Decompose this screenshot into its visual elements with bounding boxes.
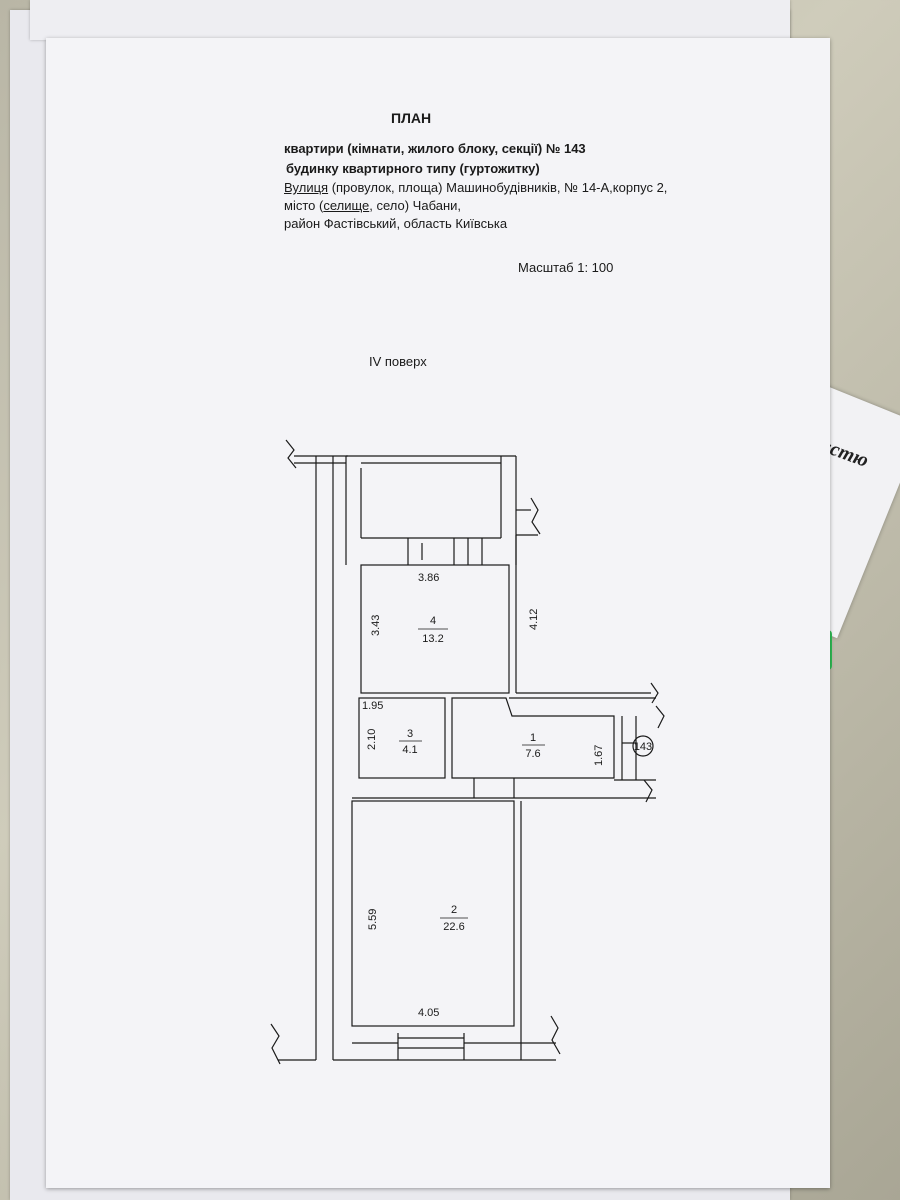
street-rest: (провулок, площа) Машинобудівників, № 14… xyxy=(328,180,668,195)
city-post: , село) Чабани, xyxy=(369,198,461,213)
room-2-outline xyxy=(351,800,515,1027)
city-line: місто (селище, село) Чабани, xyxy=(284,198,461,213)
room-1-number: 1 xyxy=(530,732,536,744)
room-3-number: 3 xyxy=(407,728,413,740)
apartment-marker-circle xyxy=(632,735,654,757)
break-mark xyxy=(550,1015,561,1055)
room-1-outline xyxy=(451,697,615,779)
room-2-number: 2 xyxy=(451,904,457,916)
floor-label: IV поверх xyxy=(369,354,427,369)
room-4-area: 13.2 xyxy=(422,633,443,645)
room-4-width: 3.86 xyxy=(418,572,439,584)
city-pre: місто ( xyxy=(284,198,324,213)
apartment-line: квартири (кімнати, жилого блоку, секції)… xyxy=(284,141,586,156)
room-3-outline xyxy=(358,697,446,779)
room-1-height: 1.67 xyxy=(593,745,605,766)
room-4-number: 4 xyxy=(430,615,436,627)
document-page: ПЛАН квартири (кімнати, жилого блоку, се… xyxy=(46,38,830,1188)
room-4-height: 3.43 xyxy=(370,615,382,636)
break-mark xyxy=(530,497,541,535)
room-3-area: 4.1 xyxy=(402,744,417,756)
corridor-length: 4.12 xyxy=(528,609,540,630)
floor-plan: 3.86 3.43 4 13.2 4.12 1.95 2.10 3 4.1 1 … xyxy=(270,439,665,1065)
background-sheet-top xyxy=(30,0,790,40)
break-mark xyxy=(650,682,659,704)
break-mark xyxy=(643,779,653,803)
break-mark xyxy=(655,705,665,729)
room-2-area: 22.6 xyxy=(443,921,464,933)
apartment-marker: 143 xyxy=(634,741,652,753)
city-word: селище xyxy=(323,198,370,213)
room-3-height: 2.10 xyxy=(366,729,378,750)
room-2-height: 5.59 xyxy=(367,909,379,930)
scale-label: Масштаб 1: 100 xyxy=(518,260,614,275)
district-line: район Фастівський, область Київська xyxy=(284,216,508,231)
street-line: Вулиця (провулок, площа) Машинобудівникі… xyxy=(284,180,667,195)
room-2-width: 4.05 xyxy=(418,1007,439,1019)
building-type-line: будинку квартирного типу (гуртожитку) xyxy=(286,161,540,176)
break-mark xyxy=(285,439,297,469)
room-4-outline xyxy=(360,564,510,694)
room-1-area: 7.6 xyxy=(525,748,540,760)
street-word: Вулиця xyxy=(284,180,329,195)
room-3-width: 1.95 xyxy=(362,700,383,712)
break-mark xyxy=(270,1023,281,1065)
page-title: ПЛАН xyxy=(391,110,432,126)
